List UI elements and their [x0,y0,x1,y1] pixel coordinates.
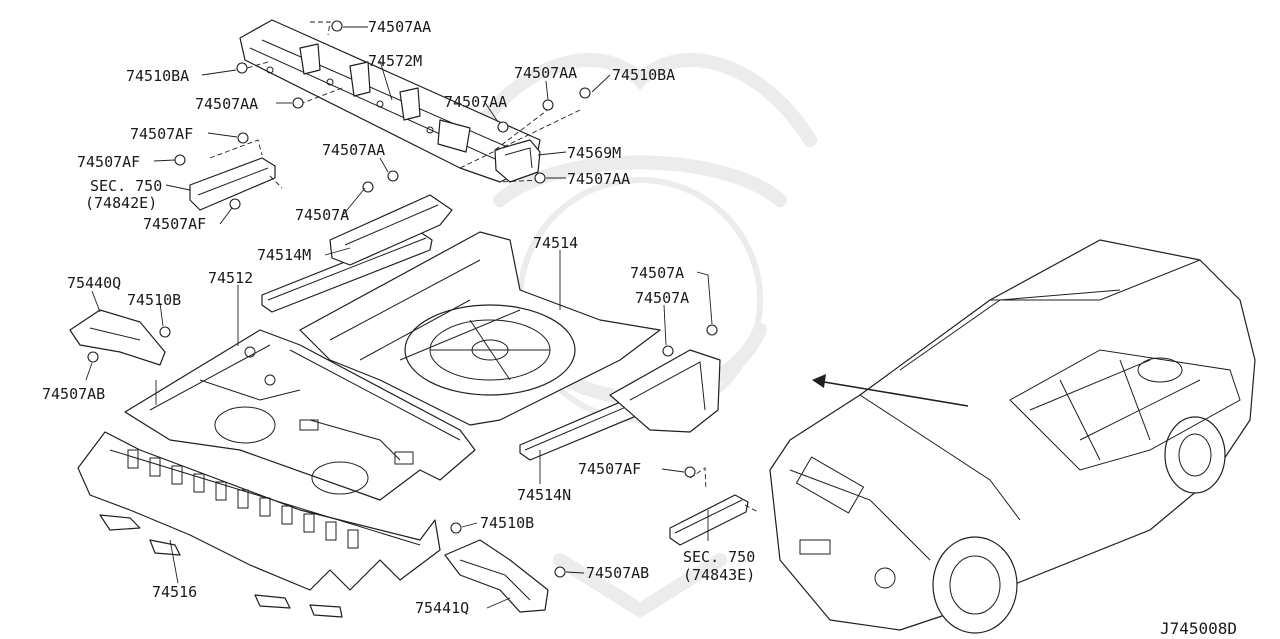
leader-lines [85,26,713,609]
callout-74507a: 74507A [635,289,689,307]
callout-74514n: 74514N [517,486,571,504]
callout-74507a: 74507A [630,264,684,282]
vehicle-outline [769,239,1256,634]
callout-74512: 74512 [208,269,253,287]
side-rail-74842e [189,139,283,211]
rear-panel-74516 [77,431,441,618]
callout-sec-750: SEC. 750 [683,548,755,566]
callout-74569m: 74569M [567,144,621,162]
callout-74507aa: 74507AA [322,141,385,159]
callout-sec-750: SEC. 750 [90,177,162,195]
callout-74572m: 74572M [368,52,422,70]
callout-74507af: 74507AF [130,125,193,143]
callout-74507aa: 74507AA [195,95,258,113]
callout-74510b: 74510B [127,291,181,309]
callout-74507aa: 74507AA [444,93,507,111]
callout-74514m: 74514M [257,246,311,264]
bracket-74569m [494,139,541,183]
callout-75441q: 75441Q [415,599,469,617]
diagram-code: J745008D [1160,619,1237,638]
rear-bracket-right [609,349,721,433]
bracket-75441q [444,539,549,613]
callout-74510ba: 74510BA [126,67,189,85]
callout-labels: 74507AA 74510BA 74572M 74507AA 74507AA 7… [42,18,755,617]
side-rail-74843e [669,467,759,546]
callout-74507ab: 74507AB [586,564,649,582]
dash-guide [459,107,581,183]
panel-upper [329,194,453,266]
dash-guide [310,21,331,36]
direction-arrow [817,380,969,407]
callout-75440q: 75440Q [67,274,121,292]
callout-74843e: (74843E) [683,566,755,584]
callout-74507ab: 74507AB [42,385,105,403]
floor-pan-74514 [299,231,661,426]
callout-74510ba: 74510BA [612,66,675,84]
callout-74507af: 74507AF [143,215,206,233]
callout-74507af: 74507AF [578,460,641,478]
cross-member-74572m [239,19,541,183]
callout-74507a: 74507A [295,206,349,224]
callout-74516: 74516 [152,583,197,601]
bracket-75440q [69,309,166,366]
callout-74510b: 74510B [480,514,534,532]
arrow-head-icon [812,374,826,388]
callout-74842e: (74842E) [85,194,157,212]
floor-main-74512 [124,329,476,501]
callout-74507aa: 74507AA [514,64,577,82]
callout-74507aa: 74507AA [368,18,431,36]
callout-74507aa: 74507AA [567,170,630,188]
callout-74514: 74514 [533,234,578,252]
fastener-clips [87,20,718,578]
callout-74507af: 74507AF [77,153,140,171]
